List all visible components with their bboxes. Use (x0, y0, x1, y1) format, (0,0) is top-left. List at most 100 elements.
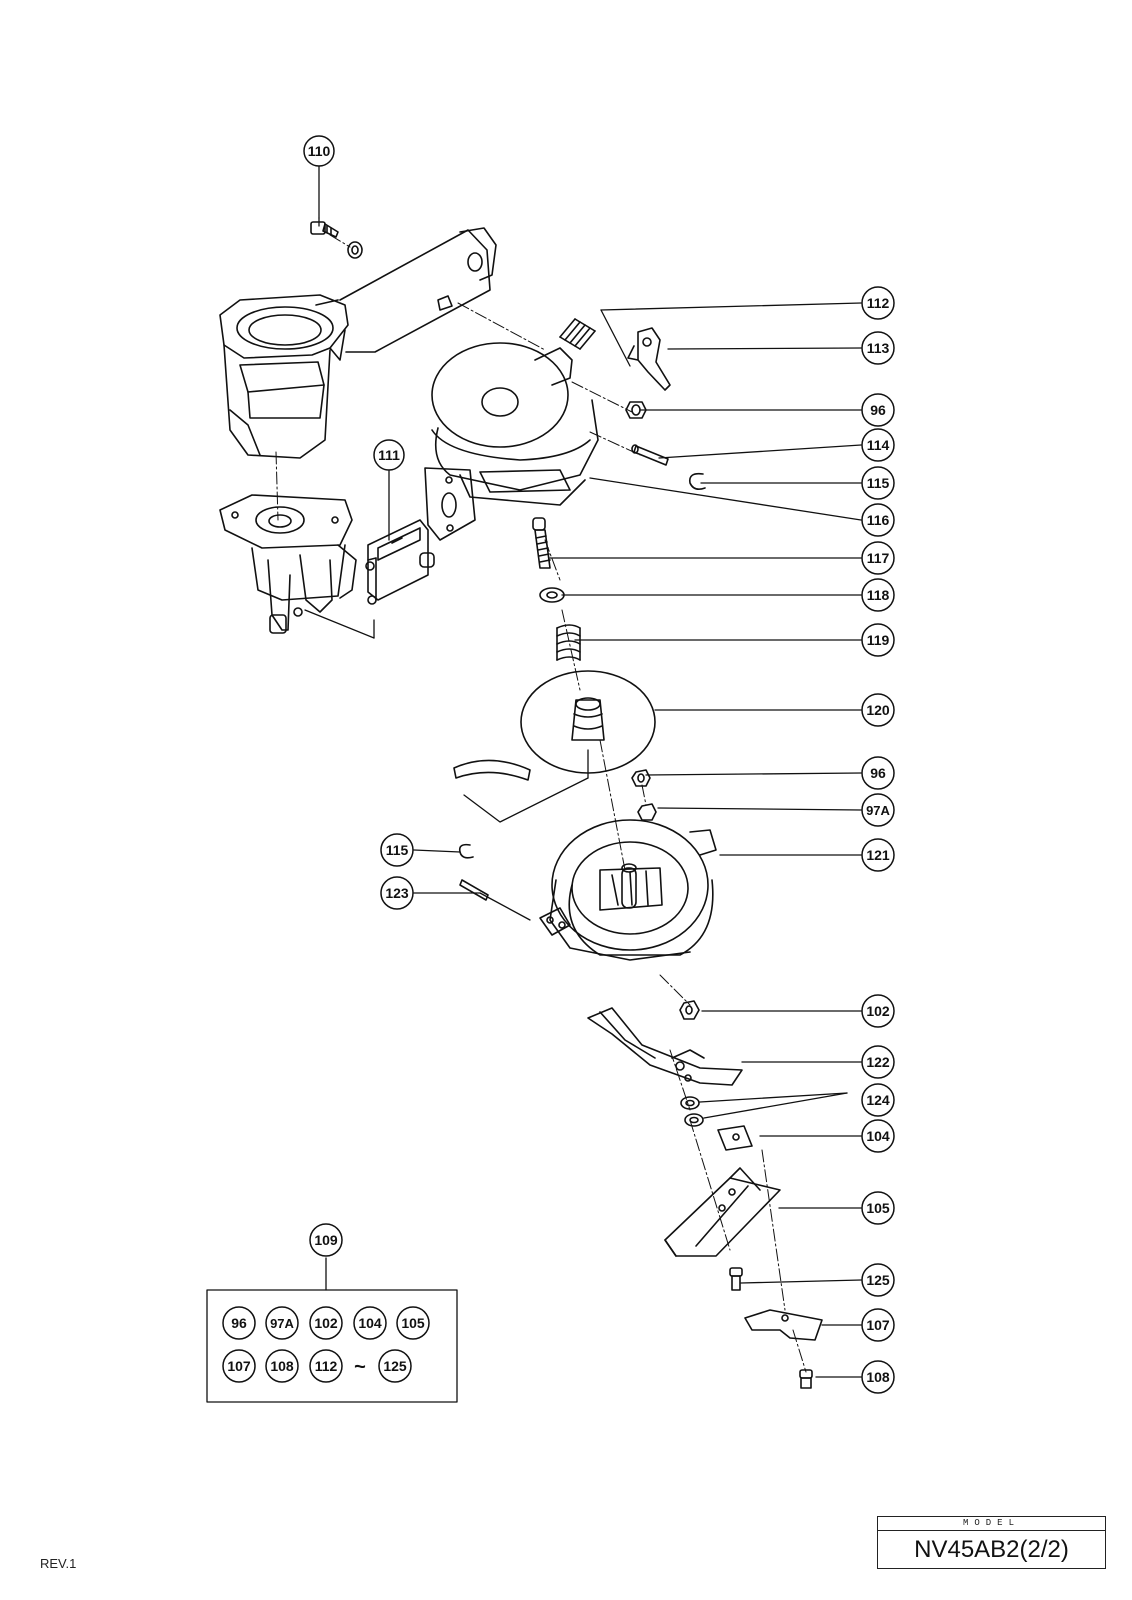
svg-text:96: 96 (231, 1315, 247, 1331)
callout-96-mid: 96 (861, 756, 895, 790)
svg-text:105: 105 (401, 1315, 425, 1331)
svg-text:112: 112 (315, 1358, 338, 1374)
part-121-magazine (539, 819, 717, 961)
svg-text:121: 121 (866, 847, 890, 863)
callout-109: 109 (309, 1223, 343, 1257)
callout-112: 112 (861, 286, 895, 320)
part-96-nut-top (625, 401, 647, 419)
kit-item-105: 105 (396, 1306, 430, 1340)
part-116-cover (424, 342, 599, 541)
callout-111: 111 (373, 439, 405, 471)
svg-text:96: 96 (870, 402, 886, 418)
callout-115-top: 115 (861, 466, 895, 500)
kit-item-107: 107 (222, 1349, 256, 1383)
kit-box-frame (206, 1289, 458, 1403)
callout-97a: 97A (861, 793, 895, 827)
callout-115-low: 115 (380, 833, 414, 867)
svg-text:115: 115 (386, 842, 409, 858)
svg-text:125: 125 (383, 1358, 407, 1374)
part-body-casting (219, 227, 497, 459)
svg-text:114: 114 (867, 437, 890, 453)
callout-120: 120 (861, 693, 895, 727)
part-124-washers (680, 1096, 704, 1127)
svg-text:112: 112 (867, 295, 890, 311)
part-111-latch (365, 519, 435, 605)
part-115-clip-low (458, 843, 474, 859)
svg-text:97A: 97A (270, 1316, 294, 1331)
callout-107: 107 (861, 1308, 895, 1342)
part-110-bolt (310, 221, 363, 259)
part-102-nut (679, 1000, 700, 1020)
part-119-spring (556, 624, 581, 661)
leader-lines (304, 165, 862, 1378)
part-96-nut-mid (631, 769, 651, 787)
callout-123: 123 (380, 876, 414, 910)
part-114-pin (631, 444, 669, 466)
kit-item-102: 102 (309, 1306, 343, 1340)
svg-text:122: 122 (866, 1054, 890, 1070)
kit-item-125: 125 (378, 1349, 412, 1383)
callout-118: 118 (861, 578, 895, 612)
svg-text:124: 124 (866, 1092, 890, 1108)
part-113-lever (627, 327, 671, 391)
part-104-plate (717, 1125, 753, 1151)
svg-text:109: 109 (314, 1232, 338, 1248)
svg-text:111: 111 (378, 447, 400, 463)
assembly-axes (275, 234, 807, 1373)
callout-96-top: 96 (861, 393, 895, 427)
svg-text:115: 115 (867, 475, 890, 491)
part-97a-nut (637, 803, 657, 821)
callout-124: 124 (861, 1083, 895, 1117)
part-107-plate (744, 1309, 823, 1341)
svg-text:120: 120 (866, 702, 890, 718)
svg-text:107: 107 (227, 1358, 251, 1374)
callout-114: 114 (861, 428, 895, 462)
kit-item-104: 104 (353, 1306, 387, 1340)
svg-text:116: 116 (867, 512, 890, 528)
callout-group: 110 112 113 96 111 114 115 116 117 118 1… (222, 135, 895, 1394)
svg-text:102: 102 (866, 1003, 890, 1019)
part-123-pin (459, 879, 489, 901)
svg-text:110: 110 (308, 143, 331, 159)
kit-item-112: 112 (309, 1349, 343, 1383)
model-header: MODEL (878, 1517, 1105, 1531)
svg-text:119: 119 (867, 632, 890, 648)
part-lower-casting (219, 494, 357, 634)
callout-108: 108 (861, 1360, 895, 1394)
svg-text:118: 118 (867, 587, 890, 603)
callout-104: 104 (861, 1119, 895, 1153)
part-125-screw (729, 1267, 743, 1291)
part-108-screw (799, 1369, 813, 1389)
svg-text:125: 125 (866, 1272, 890, 1288)
svg-text:108: 108 (270, 1358, 294, 1374)
part-122-guide (587, 1007, 743, 1086)
model-block: MODEL NV45AB2(2/2) (877, 1516, 1106, 1569)
part-117-bolt (532, 517, 551, 569)
svg-text:96: 96 (870, 765, 886, 781)
kit-range-symbol: ~ (354, 1356, 366, 1378)
kit-item-108: 108 (265, 1349, 299, 1383)
svg-text:113: 113 (867, 340, 890, 356)
svg-text:102: 102 (314, 1315, 338, 1331)
callout-110: 110 (303, 135, 335, 167)
callout-116: 116 (861, 503, 895, 537)
svg-text:105: 105 (866, 1200, 890, 1216)
callout-113: 113 (861, 331, 895, 365)
callout-125: 125 (861, 1263, 895, 1297)
kit-item-96: 96 (222, 1306, 256, 1340)
callout-121: 121 (861, 838, 895, 872)
svg-text:108: 108 (866, 1369, 890, 1385)
svg-text:117: 117 (867, 550, 890, 566)
callout-117: 117 (861, 541, 895, 575)
callout-122: 122 (861, 1045, 895, 1079)
revision-label: REV.1 (40, 1556, 77, 1571)
callout-102: 102 (861, 994, 895, 1028)
part-112-spring (559, 318, 596, 350)
svg-text:107: 107 (866, 1317, 890, 1333)
callout-105: 105 (861, 1191, 895, 1225)
part-120-disc (453, 670, 656, 781)
part-105-nosepiece (664, 1167, 781, 1257)
kit-item-97a: 97A (265, 1306, 299, 1340)
part-118-washer (539, 587, 565, 603)
svg-text:104: 104 (358, 1315, 382, 1331)
